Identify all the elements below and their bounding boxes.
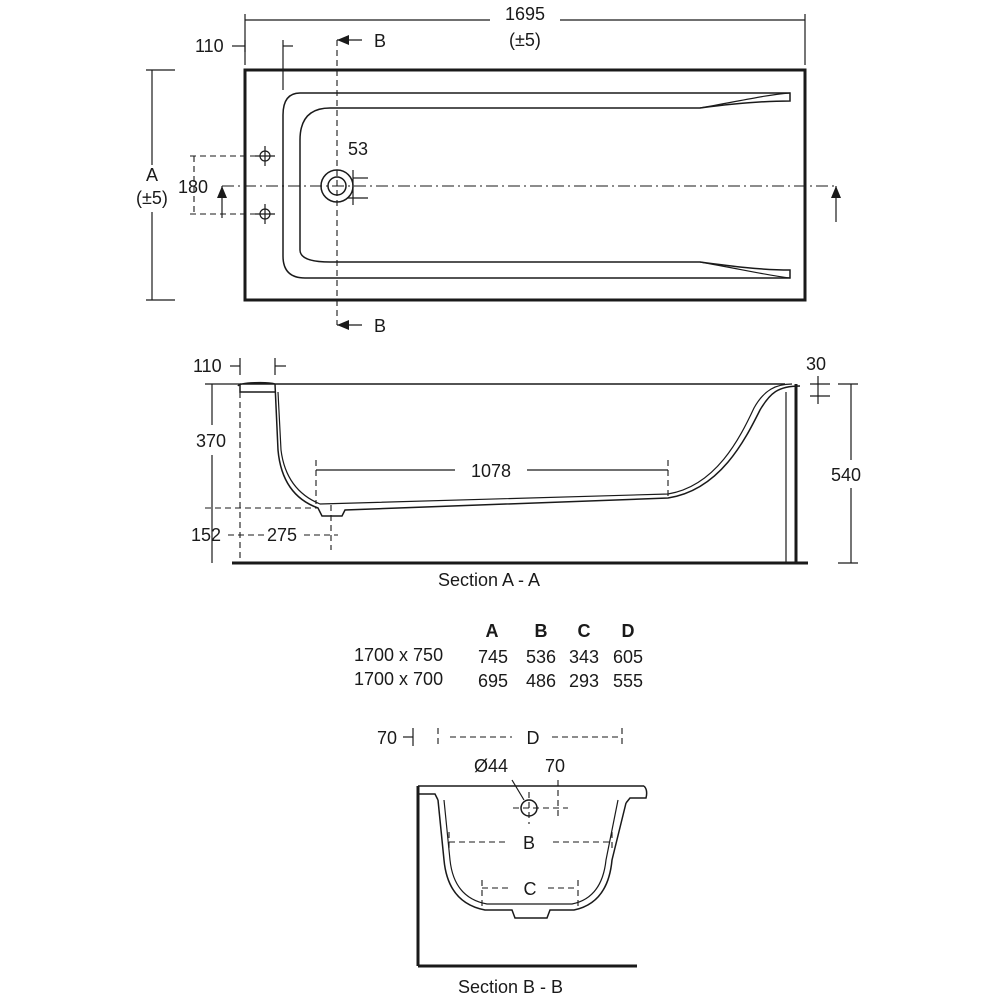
table-cell: 555 <box>613 671 643 691</box>
plan-section-b-arrow-top <box>337 35 349 45</box>
section-aa-base-length-label: 1078 <box>471 461 511 481</box>
table-header-a: A <box>486 621 499 641</box>
plan-view: 1695 (±5) 110 B B 53 <box>136 4 841 336</box>
section-aa-rim <box>237 381 785 393</box>
plan-section-b-bottom-label: B <box>374 316 386 336</box>
table-header-d: D <box>622 621 635 641</box>
section-aa-view: 110 30 370 540 1078 152 275 <box>191 354 861 590</box>
dimension-table: A B C D 1700 x 750 745 536 343 605 1700 … <box>354 621 643 691</box>
plan-section-b-arrow-bottom <box>337 320 349 330</box>
table-cell: 293 <box>569 671 599 691</box>
plan-length-label: 1695 <box>505 4 545 24</box>
table-cell: 486 <box>526 671 556 691</box>
section-bb-waste-offset-label: 70 <box>545 756 565 776</box>
plan-offset-label: 110 <box>195 36 224 56</box>
plan-width-label: A <box>146 165 158 185</box>
table-cell: 605 <box>613 647 643 667</box>
section-aa-waste-height-label: 152 <box>191 525 221 545</box>
table-header-c: C <box>578 621 591 641</box>
section-bb-waste-leader <box>511 779 525 801</box>
plan-length-tolerance: (±5) <box>509 30 541 50</box>
table-cell: 536 <box>526 647 556 667</box>
table-row-size: 1700 x 700 <box>354 669 443 689</box>
section-aa-height-label: 540 <box>831 465 861 485</box>
section-bb-inner-width-label: B <box>523 833 535 853</box>
plan-inner-tapers <box>699 92 791 279</box>
section-aa-depth-label: 370 <box>196 431 226 451</box>
table-header-b: B <box>535 621 548 641</box>
plan-section-b-top-label: B <box>374 31 386 51</box>
plan-outer-rim <box>243 68 807 302</box>
plan-section-a-arrow-left <box>217 186 227 198</box>
section-bb-base-width-label: C <box>524 879 537 899</box>
section-bb-basin-inner <box>443 799 619 905</box>
table-row-size: 1700 x 750 <box>354 645 443 665</box>
table-cell: 745 <box>478 647 508 667</box>
section-bb-rim-left <box>417 786 439 801</box>
section-aa-shell <box>274 383 801 517</box>
section-bb-rim-offset-label: 70 <box>377 728 397 748</box>
section-aa-shell-inner <box>277 383 793 505</box>
table-cell: 343 <box>569 647 599 667</box>
table-cell: 695 <box>478 671 508 691</box>
plan-waste-offset-label: 53 <box>348 139 368 159</box>
section-bb-rim-right <box>625 785 648 804</box>
section-bb-view: 70 D Ø44 70 B C Section B - B <box>377 728 648 997</box>
section-aa-caption: Section A - A <box>438 570 540 590</box>
section-aa-waste-offset-label: 275 <box>267 525 297 545</box>
plan-tap-spacing-label: 180 <box>178 177 208 197</box>
section-aa-rim-offset-label: 110 <box>193 356 222 376</box>
plan-width-tolerance: (±5) <box>136 188 168 208</box>
section-bb-caption: Section B - B <box>458 977 563 997</box>
section-bb-basin <box>437 799 627 919</box>
section-bb-width-label: D <box>527 728 540 748</box>
section-bb-waste-diameter-label: Ø44 <box>474 756 508 776</box>
section-aa-rim-label: 30 <box>806 354 826 374</box>
plan-section-a-arrow-right <box>831 186 841 198</box>
